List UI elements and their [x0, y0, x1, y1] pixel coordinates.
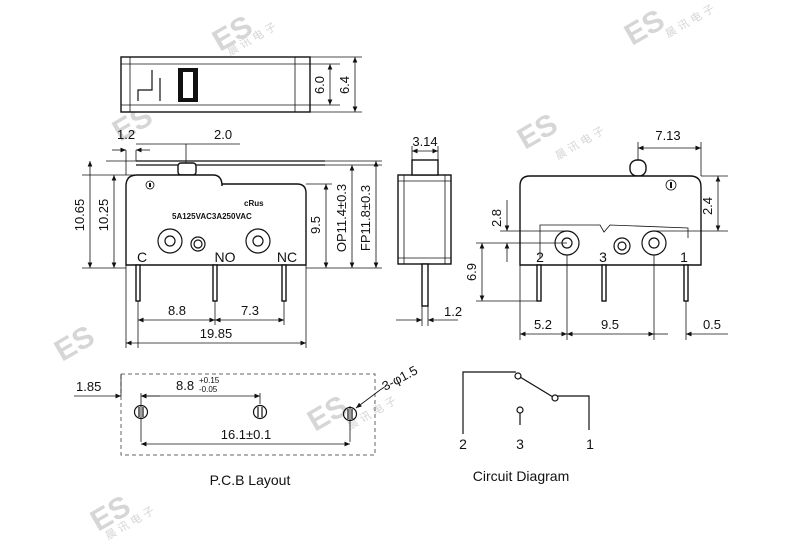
front-view-dim-7-3: 7.3 [241, 303, 259, 318]
rear-view-dim-0-5: 0.5 [703, 317, 721, 332]
front-view-body [125, 174, 307, 266]
pcb-layout: 1.85 8.8 +0.15 -0.05 16.1±0.1 3-φ1.5 P.C… [74, 363, 420, 488]
front-view-hole-c [157, 228, 183, 254]
rear-view-hole-3 [613, 237, 631, 255]
rear-view-pin-1 [683, 264, 689, 302]
front-view-hole-nc [245, 228, 271, 254]
top-view-dim-6-0: 6.0 [312, 76, 327, 94]
front-view-dim-op: OP11.4±0.3 [334, 184, 349, 252]
front-view-dim-1-2: 1.2 [117, 127, 135, 142]
side-view: 3.14 1.2 [396, 134, 462, 326]
circuit-node-nc [551, 394, 559, 402]
front-view: cRus 5A125VAC3A250VAC C NO NC 1.2 2.0 10… [72, 127, 382, 348]
rear-view-dim-2-4: 2.4 [700, 197, 715, 215]
watermark-letters-1: ES [619, 3, 670, 52]
circuit-terminal-3: 3 [516, 436, 524, 452]
front-view-dim-10-65: 10.65 [72, 199, 87, 232]
rear-view-terminal-3: 3 [599, 249, 607, 265]
front-view-rating: 5A125VAC3A250VAC [172, 212, 252, 221]
top-view-dim-6-4: 6.4 [337, 76, 352, 94]
circuit-caption: Circuit Diagram [473, 468, 569, 484]
pcb-outline [120, 373, 376, 456]
front-view-cert-mark: cRus [244, 199, 264, 208]
front-view-terminal-nc: NC [277, 249, 297, 265]
pcb-dim-16-1: 16.1±0.1 [221, 427, 272, 442]
front-view-pin-no [212, 264, 218, 302]
watermark: ES 晨 讯 电 子 ES 晨 讯 电 子 ES ES 晨 讯 电 子 ES E… [49, 2, 717, 543]
watermark-cn-4: 晨 讯 电 子 [553, 124, 607, 163]
rear-view-dim-9-5: 9.5 [601, 317, 619, 332]
rear-view-dim-5-2: 5.2 [534, 317, 552, 332]
side-view-plunger [411, 159, 439, 176]
rear-view: 2 3 1 7.13 2.4 2.8 6.9 5.2 9.5 [464, 128, 728, 340]
side-view-pin [421, 263, 429, 307]
side-view-dim-3-14: 3.14 [412, 134, 437, 149]
circuit-terminal-1: 1 [586, 436, 594, 452]
pcb-caption: P.C.B Layout [210, 472, 291, 488]
side-view-body [397, 174, 452, 265]
watermark-cn-6: 晨 讯 电 子 [345, 394, 399, 433]
circuit-node-common [514, 372, 522, 380]
circuit-diagram: 2 3 1 Circuit Diagram [459, 371, 594, 484]
front-view-dim-9-5: 9.5 [308, 216, 323, 234]
circuit-wire-nc [557, 395, 590, 430]
pcb-hole-2 [252, 404, 268, 420]
front-view-plunger [177, 162, 197, 176]
front-view-button [190, 236, 206, 252]
circuit-switch-arm [519, 376, 554, 398]
rear-view-plunger [629, 159, 647, 177]
circuit-node-no [516, 406, 524, 414]
front-view-dim-10-25: 10.25 [96, 199, 111, 232]
rear-view-pin-3 [601, 264, 607, 302]
pcb-dim-8-8-tol-upper: +0.15 [199, 376, 220, 385]
front-view-dim-8-8: 8.8 [168, 303, 186, 318]
watermark-letters-6: ES [302, 389, 353, 438]
pcb-dim-1-85: 1.85 [76, 379, 101, 394]
pcb-dim-holes: 3-φ1.5 [379, 363, 420, 394]
rear-view-dim-2-8: 2.8 [489, 209, 504, 227]
rear-view-terminal-2: 2 [536, 249, 544, 265]
front-view-terminal-c: C [137, 249, 147, 265]
watermark-cn-1: 晨 讯 电 子 [663, 2, 717, 41]
side-view-dim-1-2: 1.2 [444, 304, 462, 319]
front-view-pin-c [135, 264, 141, 302]
rear-view-dim-6-9: 6.9 [464, 263, 479, 281]
front-view-dim-2-0: 2.0 [214, 127, 232, 142]
top-view-body [120, 56, 311, 113]
front-view-terminal-no: NO [215, 249, 236, 265]
top-view: 6.0 6.4 [120, 56, 362, 113]
rear-view-pin-2 [536, 264, 542, 302]
pcb-dim-8-8-tol-lower: -0.05 [199, 385, 218, 394]
front-view-dim-fp: FP11.8±0.3 [358, 185, 373, 251]
circuit-terminal-2: 2 [459, 436, 467, 452]
rear-view-terminal-1: 1 [680, 249, 688, 265]
pcb-dim-8-8: 8.8 [176, 378, 194, 393]
front-view-pin-nc [281, 264, 287, 302]
watermark-letters-5: ES [49, 319, 100, 368]
front-view-dim-19-85: 19.85 [200, 326, 233, 341]
circuit-wire-common [462, 371, 516, 434]
rear-view-dim-7-13: 7.13 [655, 128, 680, 143]
